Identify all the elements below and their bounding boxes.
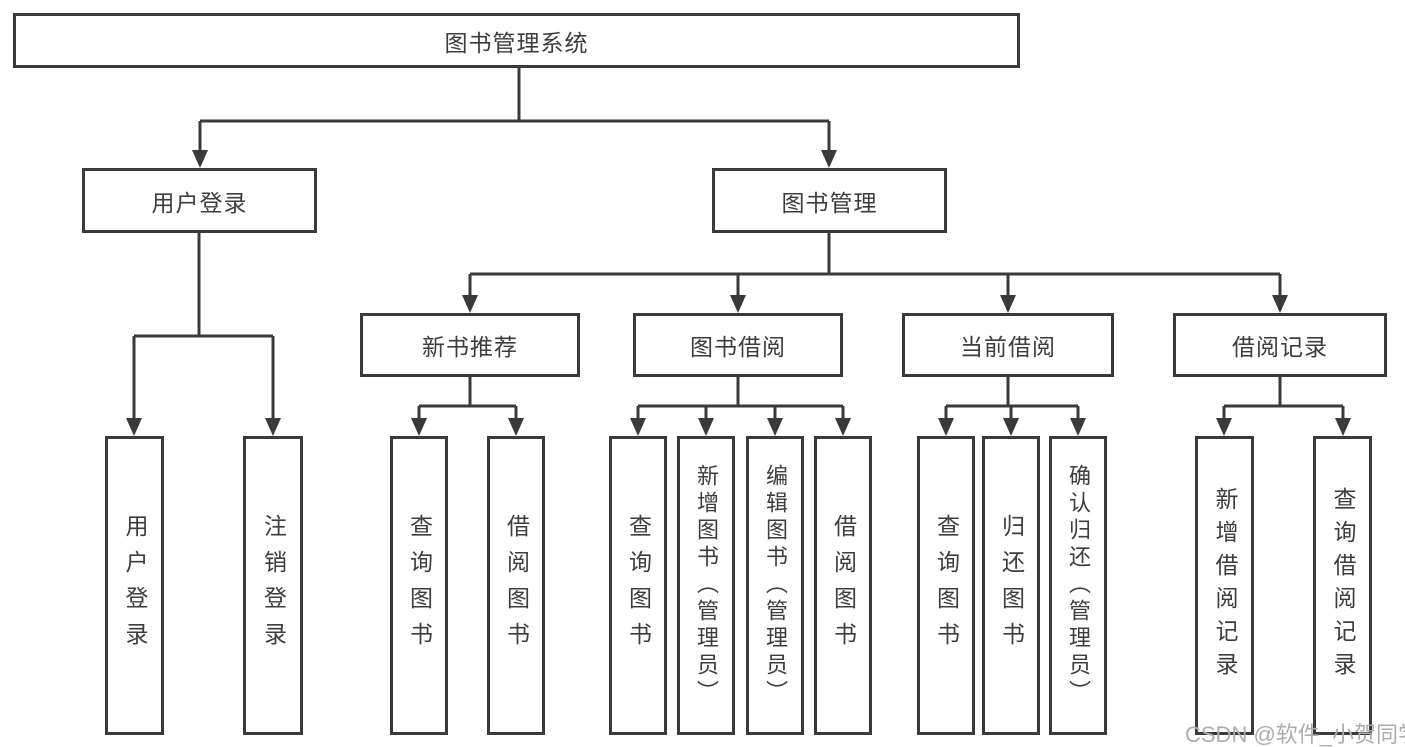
node-label: 查询借阅记录 bbox=[1330, 486, 1356, 685]
leaf-recommend-borrow-book: 借阅图书 bbox=[487, 436, 545, 735]
node-borrow-records: 借阅记录 bbox=[1173, 313, 1387, 377]
node-label: 借阅记录 bbox=[1232, 334, 1328, 360]
node-label: 图书借阅 bbox=[690, 334, 786, 360]
node-label: 借阅图书 bbox=[830, 513, 857, 658]
node-label: 用户登录 bbox=[122, 513, 148, 658]
node-label: 新增图书（管理员） bbox=[694, 464, 719, 707]
node-label: 新增借阅记录 bbox=[1212, 486, 1238, 685]
node-new-book-recommend: 新书推荐 bbox=[360, 313, 580, 377]
node-label: 查询图书 bbox=[933, 513, 960, 658]
leaf-borrow-query-book: 查询图书 bbox=[609, 436, 667, 735]
node-label: 注销登录 bbox=[260, 513, 287, 658]
leaf-logout: 注销登录 bbox=[243, 436, 303, 735]
leaf-query-borrow-record: 查询借阅记录 bbox=[1313, 436, 1372, 735]
csdn-watermark: CSDN @软件_小贺同学 bbox=[1185, 722, 1405, 747]
node-label: 当前借阅 bbox=[960, 334, 1056, 360]
node-label: 图书管理系统 bbox=[444, 29, 589, 56]
leaf-edit-book-admin: 编辑图书（管理员） bbox=[746, 436, 804, 735]
node-book-management: 图书管理 bbox=[712, 168, 947, 233]
node-label: 新书推荐 bbox=[422, 334, 518, 360]
node-label: 编辑图书（管理员） bbox=[763, 464, 788, 707]
leaf-add-borrow-record: 新增借阅记录 bbox=[1195, 436, 1254, 735]
node-label: 查询图书 bbox=[625, 513, 652, 658]
node-label: 查询图书 bbox=[406, 513, 433, 658]
leaf-user-login: 用户登录 bbox=[105, 436, 164, 735]
node-label: 归还图书 bbox=[998, 513, 1025, 658]
node-label: 确认归还（管理员） bbox=[1066, 464, 1091, 707]
leaf-borrow-book: 借阅图书 bbox=[814, 436, 872, 735]
node-user-login: 用户登录 bbox=[82, 168, 317, 233]
leaf-current-query-book: 查询图书 bbox=[917, 436, 975, 735]
arrowhead-icons bbox=[126, 150, 1351, 436]
node-root-library-management-system: 图书管理系统 bbox=[13, 13, 1020, 68]
leaf-add-book-admin: 新增图书（管理员） bbox=[677, 436, 735, 735]
node-label: 用户登录 bbox=[151, 189, 248, 216]
node-current-borrow: 当前借阅 bbox=[902, 313, 1114, 377]
leaf-recommend-query-book: 查询图书 bbox=[390, 436, 448, 735]
node-label: 借阅图书 bbox=[503, 513, 530, 658]
leaf-return-book: 归还图书 bbox=[982, 436, 1040, 735]
node-label: 图书管理 bbox=[781, 189, 878, 216]
node-book-borrow: 图书借阅 bbox=[633, 313, 843, 377]
leaf-confirm-return-admin: 确认归还（管理员） bbox=[1049, 436, 1107, 735]
